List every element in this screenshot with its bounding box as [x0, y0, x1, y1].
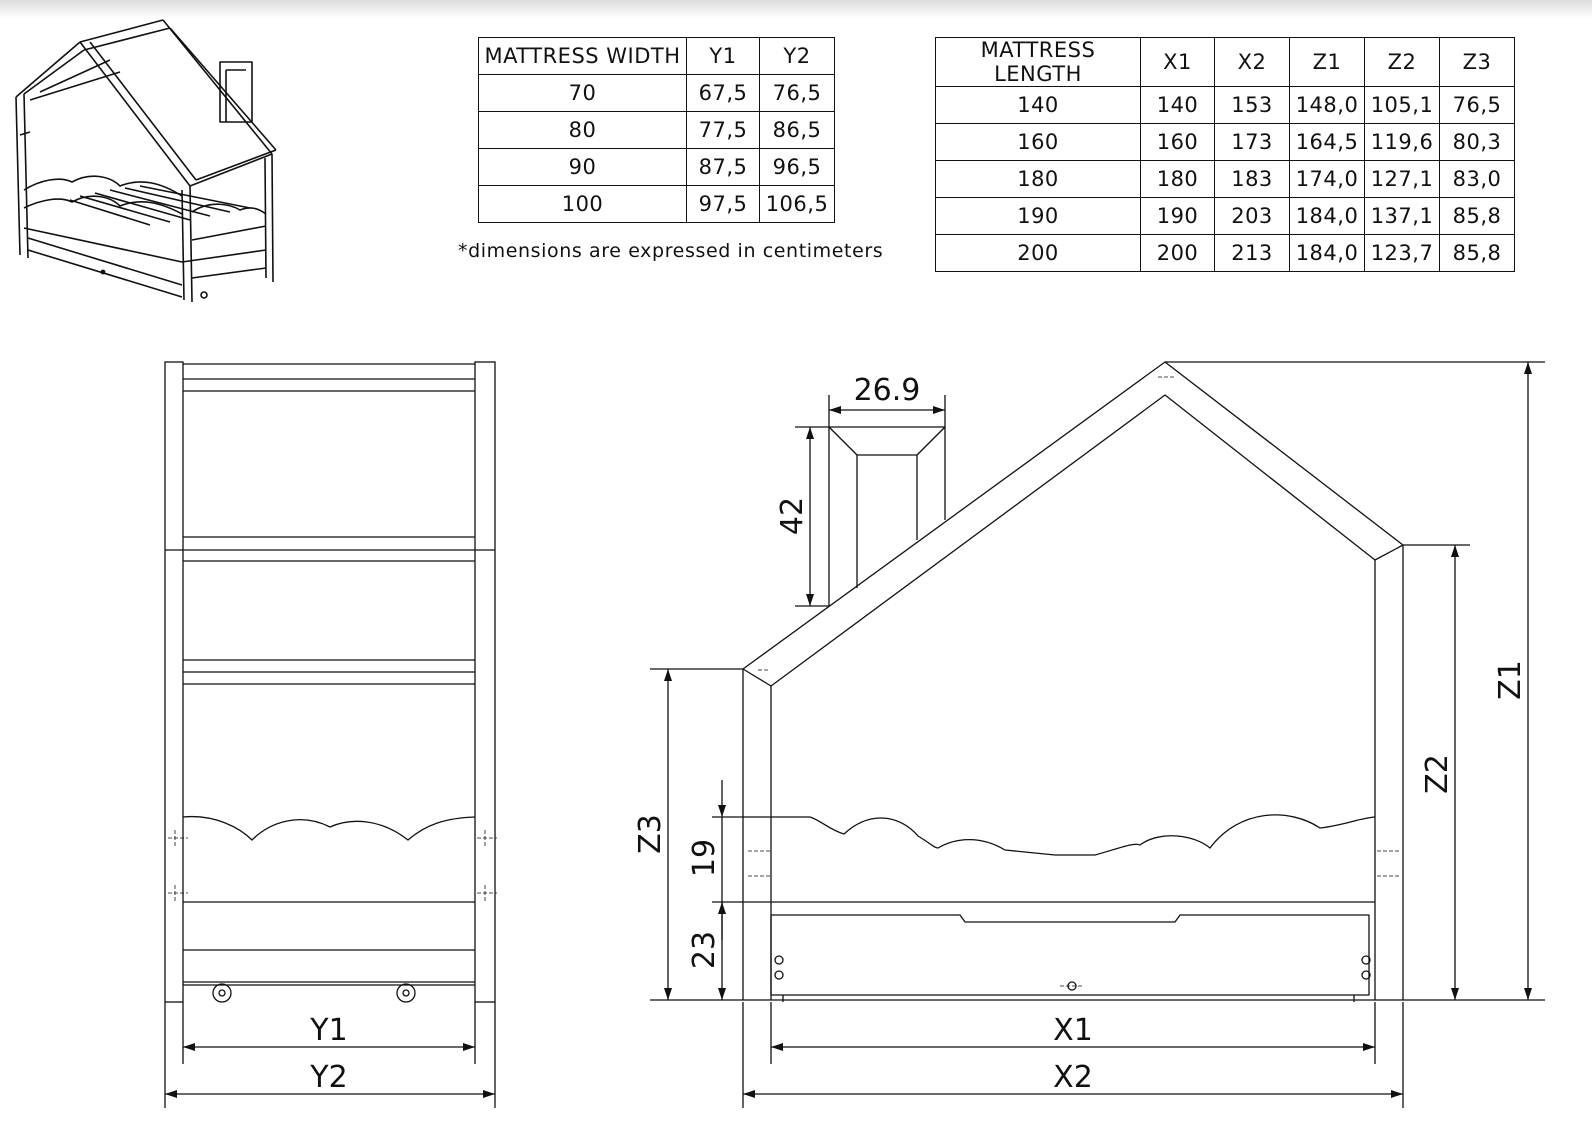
table-cell: 85,8 — [1439, 234, 1515, 272]
table-cell: 96,5 — [759, 148, 835, 186]
y2-label: Y2 — [309, 1060, 347, 1095]
table-header-cell: MATTRESS LENGTH — [935, 37, 1141, 87]
z1-label: Z1 — [1493, 660, 1528, 700]
table-cell: 213 — [1214, 234, 1290, 272]
table-header-cell: Z1 — [1289, 37, 1365, 87]
table-cell: 80 — [478, 111, 687, 149]
table-row: 80 77,5 86,5 — [478, 111, 835, 149]
mattress-width-table: MATTRESS WIDTH Y1 Y2 70 67,5 76,5 80 77,… — [478, 37, 835, 223]
table-header-cell: Z3 — [1439, 37, 1515, 87]
table-cell: 90 — [478, 148, 687, 186]
table-cell: 174,0 — [1289, 160, 1365, 198]
chimney-width-label: 26.9 — [854, 373, 921, 408]
width-dimension-lines — [164, 1002, 496, 1108]
table-row: 140 140 153 148,0 105,1 76,5 — [935, 86, 1515, 124]
table-cell: 173 — [1214, 123, 1290, 161]
table-header-cell: X1 — [1140, 37, 1215, 87]
table-cell: 203 — [1214, 197, 1290, 235]
table-cell: 100 — [478, 185, 687, 223]
y1-label: Y1 — [309, 1013, 347, 1048]
mattress-length-table: MATTRESS LENGTH X1 X2 Z1 Z2 Z3 140 140 1… — [935, 37, 1515, 272]
units-note: *dimensions are expressed in centimeters — [458, 240, 884, 262]
x2-label: X2 — [1053, 1060, 1093, 1095]
table-cell: 97,5 — [686, 185, 760, 223]
table-cell: 140 — [935, 86, 1141, 124]
table-cell: 106,5 — [759, 185, 835, 223]
table-cell: 76,5 — [759, 74, 835, 112]
table-cell: 77,5 — [686, 111, 760, 149]
bed-end-view — [164, 361, 497, 1003]
table-cell: 180 — [935, 160, 1141, 198]
table-cell: 76,5 — [1439, 86, 1515, 124]
table-row: 200 200 213 184,0 123,7 85,8 — [935, 234, 1515, 272]
table-header-cell: Y2 — [759, 37, 835, 75]
table-cell: 184,0 — [1289, 197, 1365, 235]
x1-label: X1 — [1053, 1013, 1093, 1048]
table-row: 190 190 203 184,0 137,1 85,8 — [935, 197, 1515, 235]
table-header-cell: MATTRESS WIDTH — [478, 37, 687, 75]
table-cell: 80,3 — [1439, 123, 1515, 161]
table-cell: 184,0 — [1289, 234, 1365, 272]
top-gradient-bar — [0, 0, 1592, 18]
table-row: 90 87,5 96,5 — [478, 148, 835, 186]
table-row: 100 97,5 106,5 — [478, 185, 835, 223]
table-cell: 87,5 — [686, 148, 760, 186]
bed-isometric-thumbnail — [15, 19, 277, 303]
z3-label: Z3 — [633, 814, 668, 854]
table-header-cell: Y1 — [686, 37, 760, 75]
table-cell: 148,0 — [1289, 86, 1365, 124]
table-cell: 160 — [1140, 123, 1215, 161]
table-row: 180 180 183 174,0 127,1 83,0 — [935, 160, 1515, 198]
z2-label: Z2 — [1420, 754, 1455, 794]
table-cell: 83,0 — [1439, 160, 1515, 198]
table-header-row: MATTRESS WIDTH Y1 Y2 — [478, 37, 835, 75]
rail-height-label: 19 — [687, 839, 722, 877]
table-cell: 67,5 — [686, 74, 760, 112]
chimney-height-label: 42 — [775, 497, 810, 535]
table-cell: 190 — [1140, 197, 1215, 235]
table-row: 160 160 173 164,5 119,6 80,3 — [935, 123, 1515, 161]
table-cell: 200 — [1140, 234, 1215, 272]
table-header-row: MATTRESS LENGTH X1 X2 Z1 Z2 Z3 — [935, 37, 1515, 87]
table-cell: 183 — [1214, 160, 1290, 198]
bed-side-view — [650, 361, 1545, 1002]
side-dimension-lines — [650, 361, 1545, 1108]
table-cell: 85,8 — [1439, 197, 1515, 235]
table-cell: 200 — [935, 234, 1141, 272]
drawer-height-label: 23 — [687, 931, 722, 969]
table-header-cell: Z2 — [1364, 37, 1440, 87]
table-cell: 123,7 — [1364, 234, 1440, 272]
table-cell: 127,1 — [1364, 160, 1440, 198]
